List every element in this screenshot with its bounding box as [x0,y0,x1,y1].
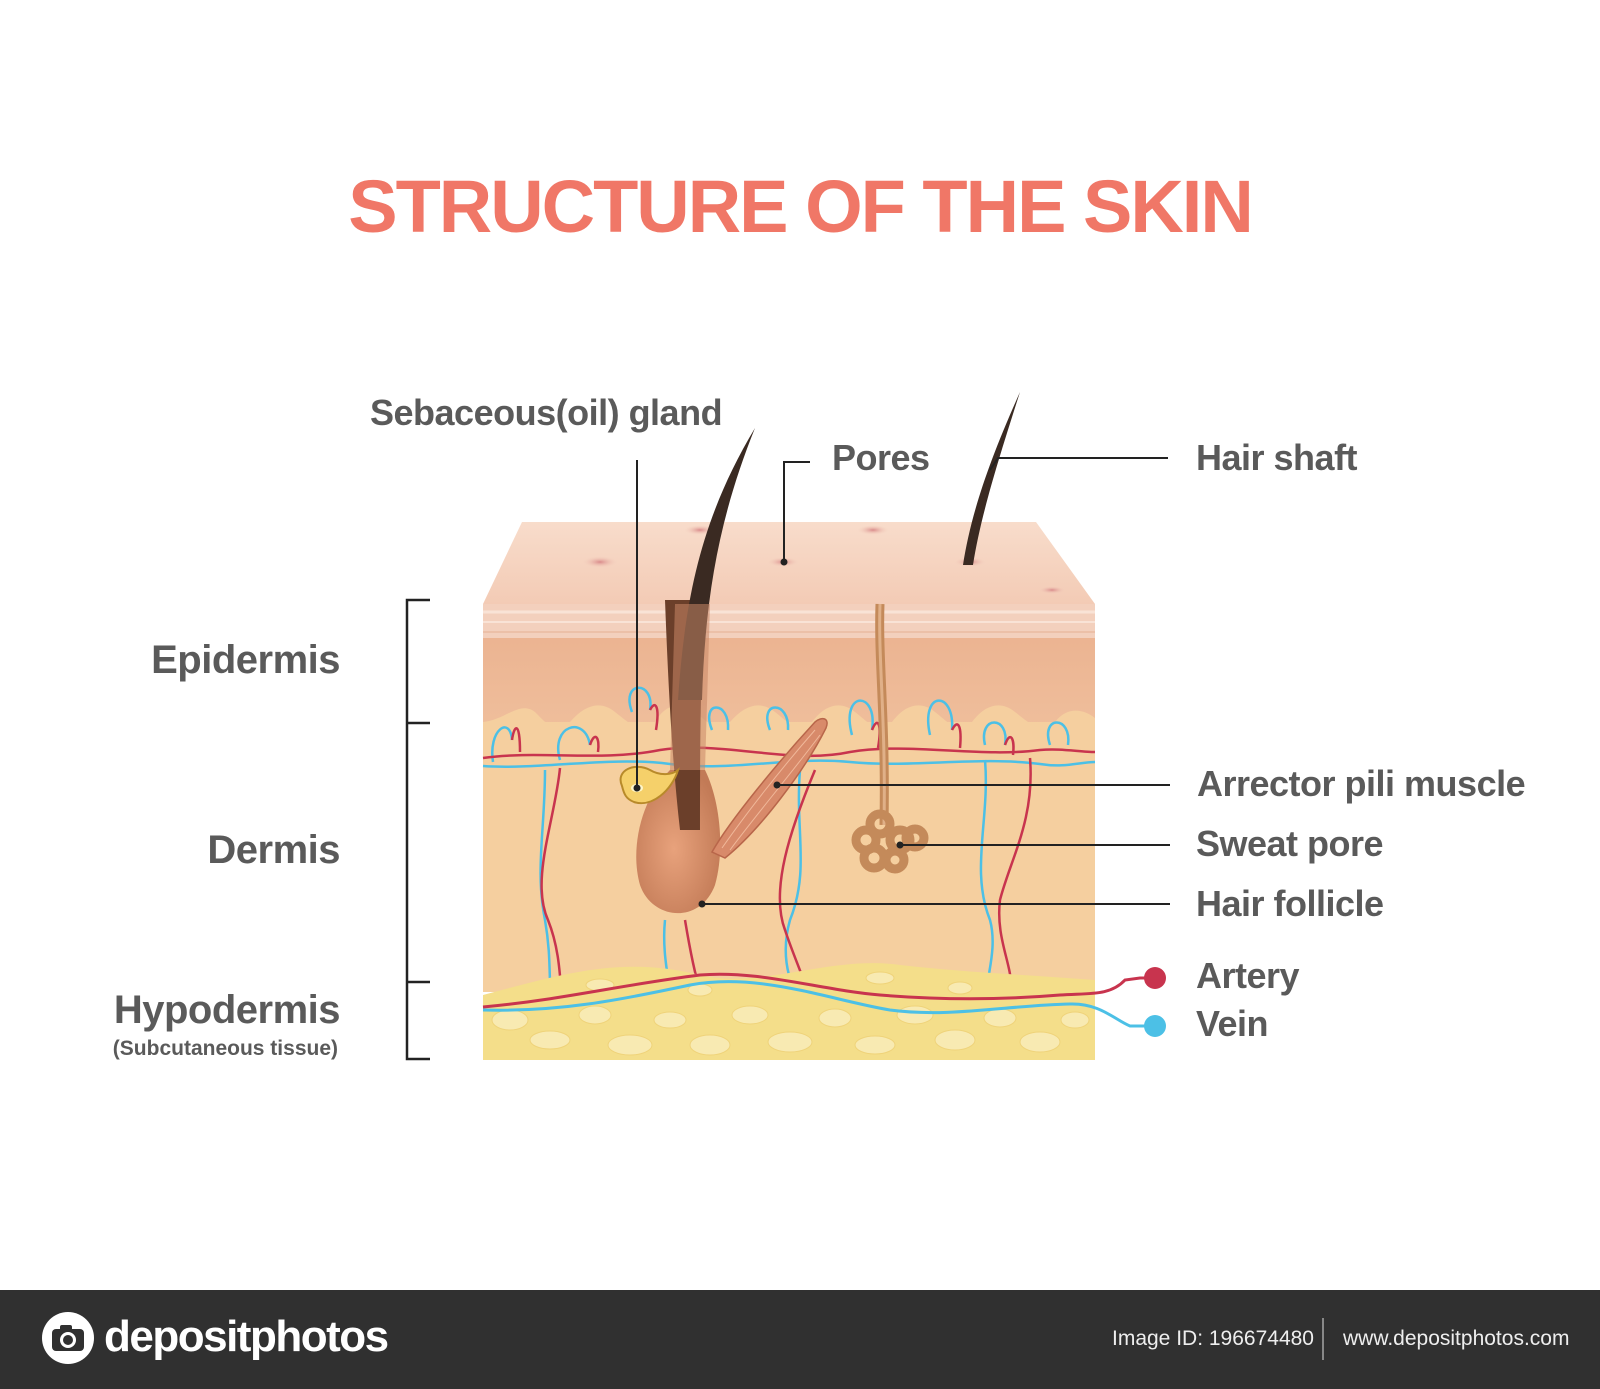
label-vein: Vein [1196,1003,1269,1044]
hair-shaft-right [963,392,1020,565]
label-follicle: Hair follicle [1196,883,1384,924]
label-epidermis: Epidermis [151,638,340,682]
page-title: STRUCTURE OF THE SKIN [348,165,1254,248]
label-arrector: Arrector pili muscle [1197,763,1526,804]
pore [857,525,889,535]
pore [582,556,618,568]
vein-dot [1144,1015,1166,1037]
label-dermis: Dermis [207,828,340,872]
artery-dot [1144,967,1166,989]
footer-bar: depositphotos Image ID: 196674480 www.de… [0,1290,1600,1389]
pore [1038,586,1066,594]
label-hypodermis-sub: (Subcutaneous tissue) [112,1037,338,1060]
vein-main [482,980,1155,1028]
label-hair-shaft: Hair shaft [1196,437,1358,478]
site-link[interactable]: www.depositphotos.com [1343,1327,1570,1350]
sweat-gland [851,809,929,874]
label-artery: Artery [1196,955,1300,996]
brand-logo-text[interactable]: depositphotos [104,1312,389,1361]
label-hypodermis: Hypodermis [113,988,341,1032]
skin-diagram [405,392,1170,1061]
label-sebaceous: Sebaceous(oil) gland [370,392,723,433]
leader-pores [783,461,810,562]
label-sweat: Sweat pore [1196,823,1384,864]
camera-logo-icon [42,1312,94,1364]
layer-bracket [405,598,430,1061]
label-pores: Pores [832,437,930,478]
footer-divider [1322,1318,1324,1360]
leader-hair-shaft [989,457,1168,471]
image-id: Image ID: 196674480 [1112,1327,1314,1350]
artery-main [482,972,1155,1009]
arrector-pili-muscle [710,717,828,859]
